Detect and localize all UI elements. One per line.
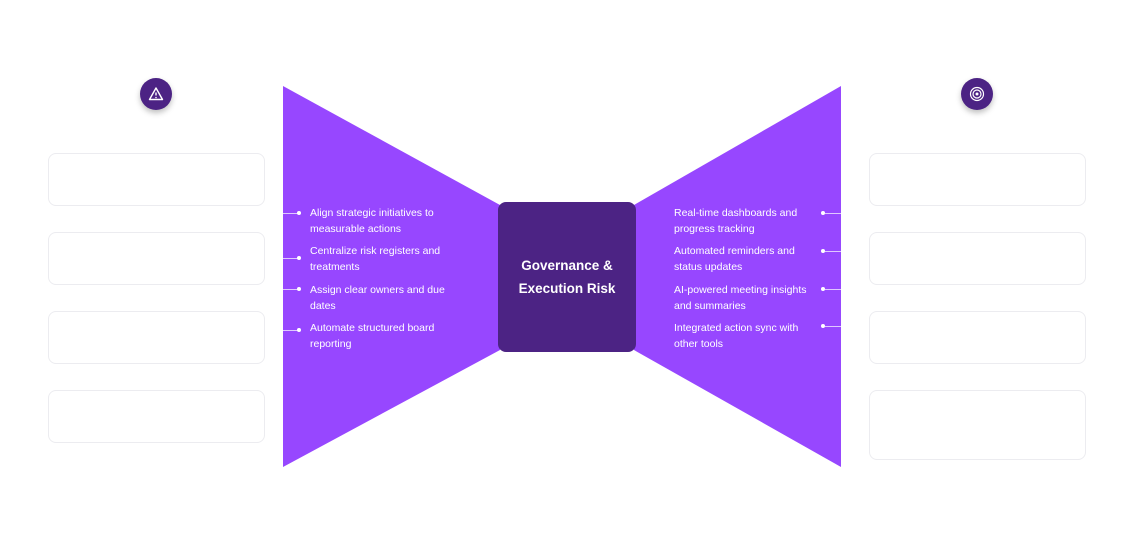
left-item-4: Automate structured board reporting: [310, 322, 435, 350]
center-title: Governance & Execution Risk: [518, 258, 616, 296]
bullet-dot: [821, 249, 825, 253]
bullet-dot: [821, 287, 825, 291]
bullet-dot: [297, 287, 301, 291]
left-card-3: [48, 311, 265, 364]
right-card-1: [869, 153, 1086, 206]
warning-triangle-icon: [140, 78, 172, 110]
bullet-dot: [297, 328, 301, 332]
target-icon: [961, 78, 993, 110]
right-card-4: [869, 390, 1086, 460]
bullet-dot: [821, 324, 825, 328]
right-item-3: AI-powered meeting insights and summarie…: [674, 284, 807, 312]
right-wing: [634, 86, 841, 467]
right-item-2: Automated reminders and status updates: [674, 245, 795, 273]
bullet-dot: [297, 211, 301, 215]
left-card-1: [48, 153, 265, 206]
left-item-1: Align strategic initiatives to measurabl…: [310, 207, 434, 235]
right-item-1: Real-time dashboards and progress tracki…: [674, 207, 798, 235]
right-card-2: [869, 232, 1086, 285]
left-item-2: Centralize risk registers and treatments: [310, 245, 441, 273]
bullet-dot: [297, 256, 301, 260]
center-box: Governance & Execution Risk: [498, 202, 636, 352]
right-card-3: [869, 311, 1086, 364]
left-item-3: Assign clear owners and due dates: [310, 284, 445, 312]
bullet-dot: [821, 211, 825, 215]
left-card-4: [48, 390, 265, 443]
left-wing: [283, 86, 500, 467]
left-card-2: [48, 232, 265, 285]
right-item-4: Integrated action sync with other tools: [674, 322, 799, 350]
